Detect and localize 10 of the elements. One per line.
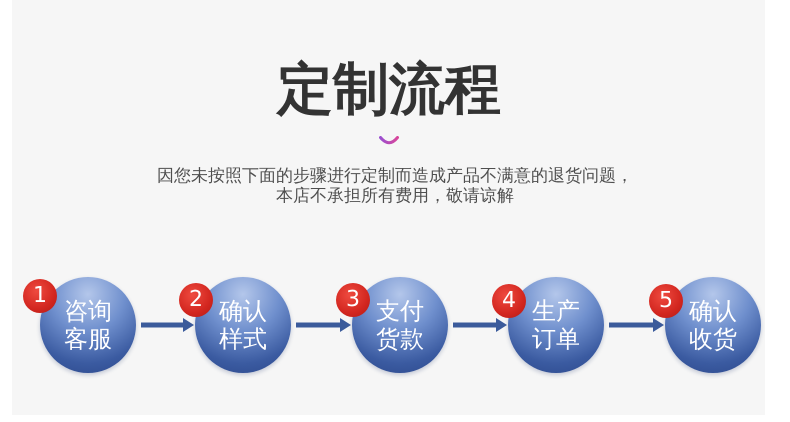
arrow	[141, 318, 194, 332]
step-label: 支付货款	[375, 297, 425, 353]
step-label: 确认样式	[218, 297, 268, 353]
arrow	[609, 318, 664, 332]
step-label: 确认收货	[688, 297, 738, 353]
notice-text: 因您未按照下面的步骤进行定制而造成产品不满意的退货问题，本店不承担所有费用，敬请谅解	[156, 166, 634, 206]
step-label: 生产订单	[531, 297, 581, 353]
step-label: 咨询客服	[63, 297, 113, 353]
arrow	[296, 318, 351, 332]
arrow	[453, 318, 507, 332]
